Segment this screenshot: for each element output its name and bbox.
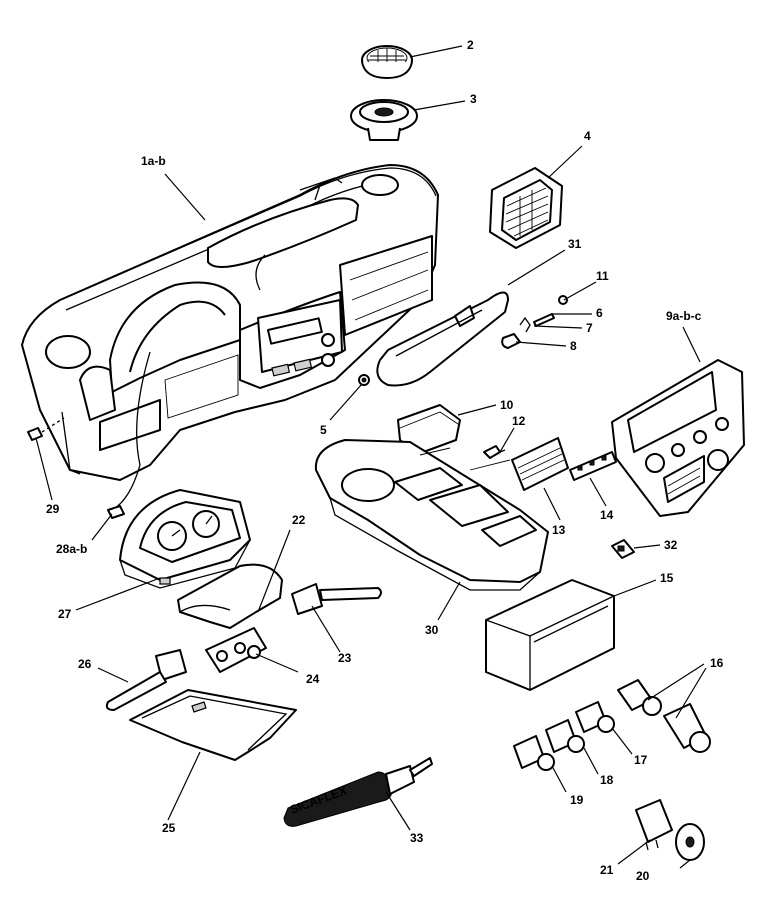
callout-1: 1a-b [141, 154, 166, 168]
part-steering-cowl [177, 563, 283, 629]
callout-5: 5 [320, 423, 327, 437]
callout-29: 29 [46, 502, 60, 516]
callout-19: 19 [570, 793, 584, 807]
callout-31: 31 [568, 237, 582, 251]
part-glovebox-lid [376, 291, 509, 387]
part-tray-10 [397, 404, 461, 455]
callout-24: 24 [306, 672, 320, 686]
part-centre-panel [611, 359, 745, 517]
callout-12: 12 [512, 414, 526, 428]
callout-13: 13 [552, 523, 566, 537]
part-switch-block [205, 627, 267, 673]
part-grille-13 [511, 437, 569, 491]
callout-26: 26 [78, 657, 92, 671]
callout-9: 9a-b-c [666, 309, 702, 323]
part-stalk-right [291, 583, 382, 615]
part-dashboard [21, 164, 439, 481]
part-speaker-grille [361, 45, 413, 79]
callout-11: 11 [596, 269, 609, 283]
callout-3: 3 [470, 92, 477, 106]
callout-32: 32 [664, 538, 678, 552]
callout-28: 28a-b [56, 542, 87, 556]
part-switch-bank-14 [569, 451, 617, 481]
part-small-fittings [501, 295, 568, 349]
part-speaker [350, 99, 418, 141]
part-rotary-switch [635, 799, 705, 861]
leader-lines [35, 45, 707, 869]
callout-25: 25 [162, 821, 176, 835]
callout-18: 18 [600, 773, 614, 787]
callout-27: 27 [58, 607, 72, 621]
callout-4: 4 [584, 129, 591, 143]
callout-7: 7 [586, 321, 593, 335]
callout-30: 30 [425, 623, 439, 637]
callout-labels: 2 3 4 1a-b 31 11 6 7 8 9a-b-c 5 10 12 29… [46, 38, 724, 883]
part-instrument-cluster [119, 489, 251, 589]
callout-22: 22 [292, 513, 306, 527]
part-push-switches [513, 701, 615, 771]
callout-33: 33 [410, 831, 424, 845]
part-switch-32 [611, 539, 635, 559]
part-cigar-lighter [617, 679, 711, 753]
callout-15: 15 [660, 571, 674, 585]
part-air-vent [489, 167, 563, 249]
part-sealant-tube: SICAFLEX [283, 757, 433, 827]
part-clip-5 [358, 374, 370, 386]
callout-17: 17 [634, 753, 648, 767]
callout-21: 21 [600, 863, 614, 877]
callout-10: 10 [500, 398, 514, 412]
callout-20: 20 [636, 869, 650, 883]
part-bulb-wire [107, 351, 151, 519]
callout-2: 2 [467, 38, 474, 52]
part-clip-29 [27, 417, 65, 441]
part-stalk-left [105, 649, 187, 711]
callout-8: 8 [570, 339, 577, 353]
callout-6: 6 [596, 306, 603, 320]
part-tray-25 [129, 689, 297, 761]
part-centre-console [314, 439, 549, 591]
part-pocket-box [485, 579, 615, 691]
callout-16: 16 [710, 656, 724, 670]
callout-14: 14 [600, 508, 614, 522]
callout-23: 23 [338, 651, 352, 665]
